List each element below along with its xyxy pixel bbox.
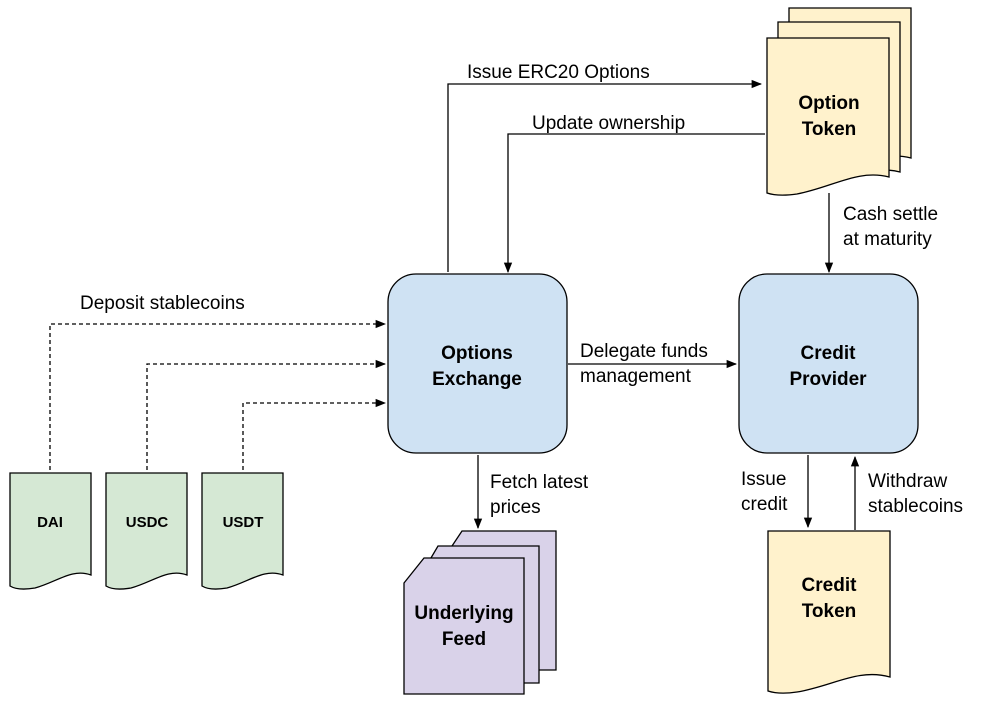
node-usdc: USDC [105, 472, 188, 590]
edge-label-delegate-2: management [580, 366, 692, 387]
node-option-token-line1: Option [798, 93, 859, 114]
edge-label-issue-credit-1: Issue [741, 469, 786, 490]
edge-label-deposit: Deposit stablecoins [80, 293, 245, 314]
node-credit-provider: Credit Provider [738, 273, 919, 454]
edge-deposit-usdc [146, 359, 387, 470]
node-credit-provider-line2: Provider [789, 369, 867, 390]
edge-label-cash-settle-1: Cash settle [843, 204, 938, 225]
node-dai: DAI [9, 472, 92, 590]
node-usdt-label: USDT [223, 514, 264, 531]
node-credit-token-line2: Token [802, 601, 857, 622]
node-option-token: Option Token [766, 7, 912, 196]
node-options-exchange: Options Exchange [387, 273, 568, 454]
node-credit-token-line1: Credit [802, 575, 858, 596]
edge-label-issue-erc20: Issue ERC20 Options [467, 62, 650, 83]
node-options-exchange-line1: Options [441, 343, 513, 364]
edge-label-issue-credit-2: credit [741, 494, 788, 515]
node-underlying-feed: Underlying Feed [403, 530, 557, 695]
node-usdt: USDT [201, 472, 284, 590]
node-usdc-label: USDC [126, 514, 169, 531]
node-underlying-feed-line1: Underlying [414, 603, 513, 624]
edge-label-withdraw-1: Withdraw [868, 471, 947, 492]
node-dai-label: DAI [37, 514, 63, 531]
node-credit-token: Credit Token [767, 530, 891, 694]
node-credit-provider-line1: Credit [801, 343, 857, 364]
edge-label-fetch-1: Fetch latest [490, 472, 589, 493]
edge-issue-erc20 [447, 79, 763, 272]
edge-deposit-dai [49, 319, 387, 470]
node-underlying-feed-line2: Feed [442, 629, 486, 650]
node-options-exchange-line2: Exchange [432, 369, 522, 390]
edge-label-delegate-1: Delegate funds [580, 341, 708, 362]
edge-label-withdraw-2: stablecoins [868, 496, 963, 517]
node-option-token-line2: Token [802, 119, 857, 140]
edge-label-fetch-2: prices [490, 497, 541, 518]
edge-label-update-ownership: Update ownership [532, 113, 685, 134]
edge-label-cash-settle-2: at maturity [843, 229, 932, 250]
edge-deposit-usdt [242, 398, 387, 470]
edge-update-ownership [503, 133, 765, 274]
